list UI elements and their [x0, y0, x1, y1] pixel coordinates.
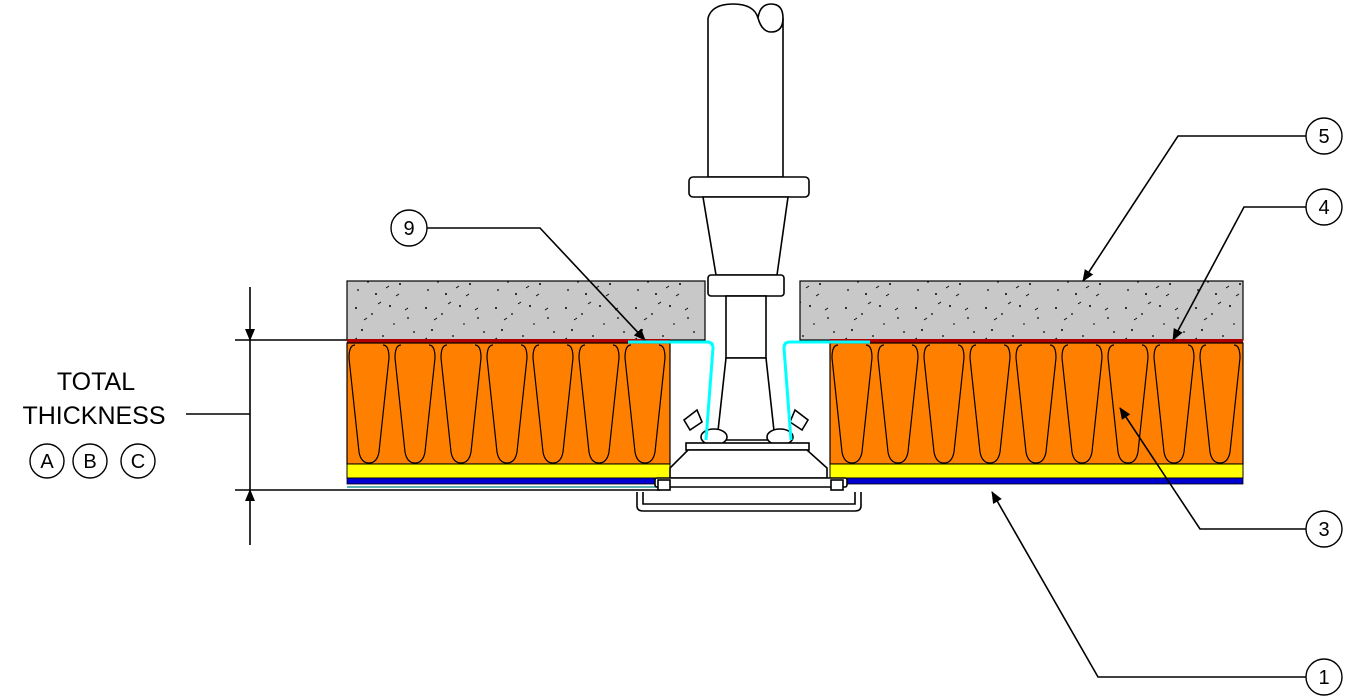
drain-body	[716, 357, 776, 441]
drain-flange	[669, 449, 828, 479]
dim-ref-b-label: B	[83, 451, 96, 473]
callout-1: 1	[991, 491, 1343, 696]
pipe-break-symbol	[707, 3, 784, 33]
yellow-layer-right	[829, 463, 1244, 479]
yellow-layer-left	[346, 463, 671, 479]
drain-base-plate	[654, 477, 848, 488]
drain-flashing	[628, 340, 870, 441]
insulation-pattern-left	[348, 344, 666, 464]
callout-1-leader	[991, 491, 1306, 678]
callout-1-label: 1	[1318, 667, 1329, 689]
callout-5-label: 5	[1318, 126, 1329, 148]
concrete-topping-right	[799, 280, 1244, 341]
blue-layer-right	[844, 477, 1244, 485]
membrane-left	[347, 339, 670, 343]
bolt-left	[682, 408, 703, 432]
callout-5: 5	[1082, 117, 1343, 282]
callout-4-leader	[1172, 206, 1306, 341]
callout-3-label: 3	[1318, 519, 1329, 541]
callout-9: 9	[390, 209, 646, 341]
dim-label-total: TOTAL	[57, 368, 135, 396]
callout-3: 3	[1119, 407, 1343, 548]
bolt-nut-right-base	[830, 479, 844, 491]
callout-4: 4	[1172, 188, 1343, 341]
callout-4-label: 4	[1318, 197, 1329, 219]
callout-3-leader	[1119, 407, 1306, 530]
clamp-ring	[707, 274, 785, 297]
drain-flange-top	[685, 442, 810, 451]
left-roof-assembly	[346, 280, 706, 488]
drain-reducer	[702, 196, 789, 276]
dim-ref-a: A	[29, 443, 65, 479]
right-roof-assembly	[799, 280, 1244, 485]
callout-9-leader	[427, 227, 646, 341]
bolt-nut-left-base	[657, 479, 671, 491]
under-deck-clamp-inner	[642, 492, 856, 505]
drain-neck	[725, 295, 767, 359]
drain-pipe	[707, 18, 784, 178]
insulation-right	[829, 342, 1244, 465]
flashing-left	[628, 340, 715, 441]
dim-ref-c: C	[120, 443, 156, 479]
dim-label-thickness: THICKNESS	[22, 402, 165, 430]
dim-ref-c-label: C	[131, 451, 145, 473]
insulation-left	[346, 342, 671, 465]
blue-layer-left	[346, 477, 671, 485]
bolt-right	[789, 408, 810, 432]
dim-ref-a-label: A	[40, 451, 54, 473]
total-thickness-dimension: TOTAL THICKNESS A B C	[22, 287, 660, 545]
concrete-topping-left	[346, 280, 706, 341]
membrane-right	[830, 339, 1243, 343]
insulation-pattern-right	[831, 344, 1241, 464]
roof-drain	[636, 3, 862, 512]
callout-9-label: 9	[403, 218, 414, 240]
dim-ref-b: B	[72, 443, 108, 479]
callout-5-leader	[1082, 135, 1306, 282]
pipe-collar	[688, 176, 810, 198]
flashing-right	[782, 340, 870, 441]
under-deck-clamp	[636, 492, 862, 512]
